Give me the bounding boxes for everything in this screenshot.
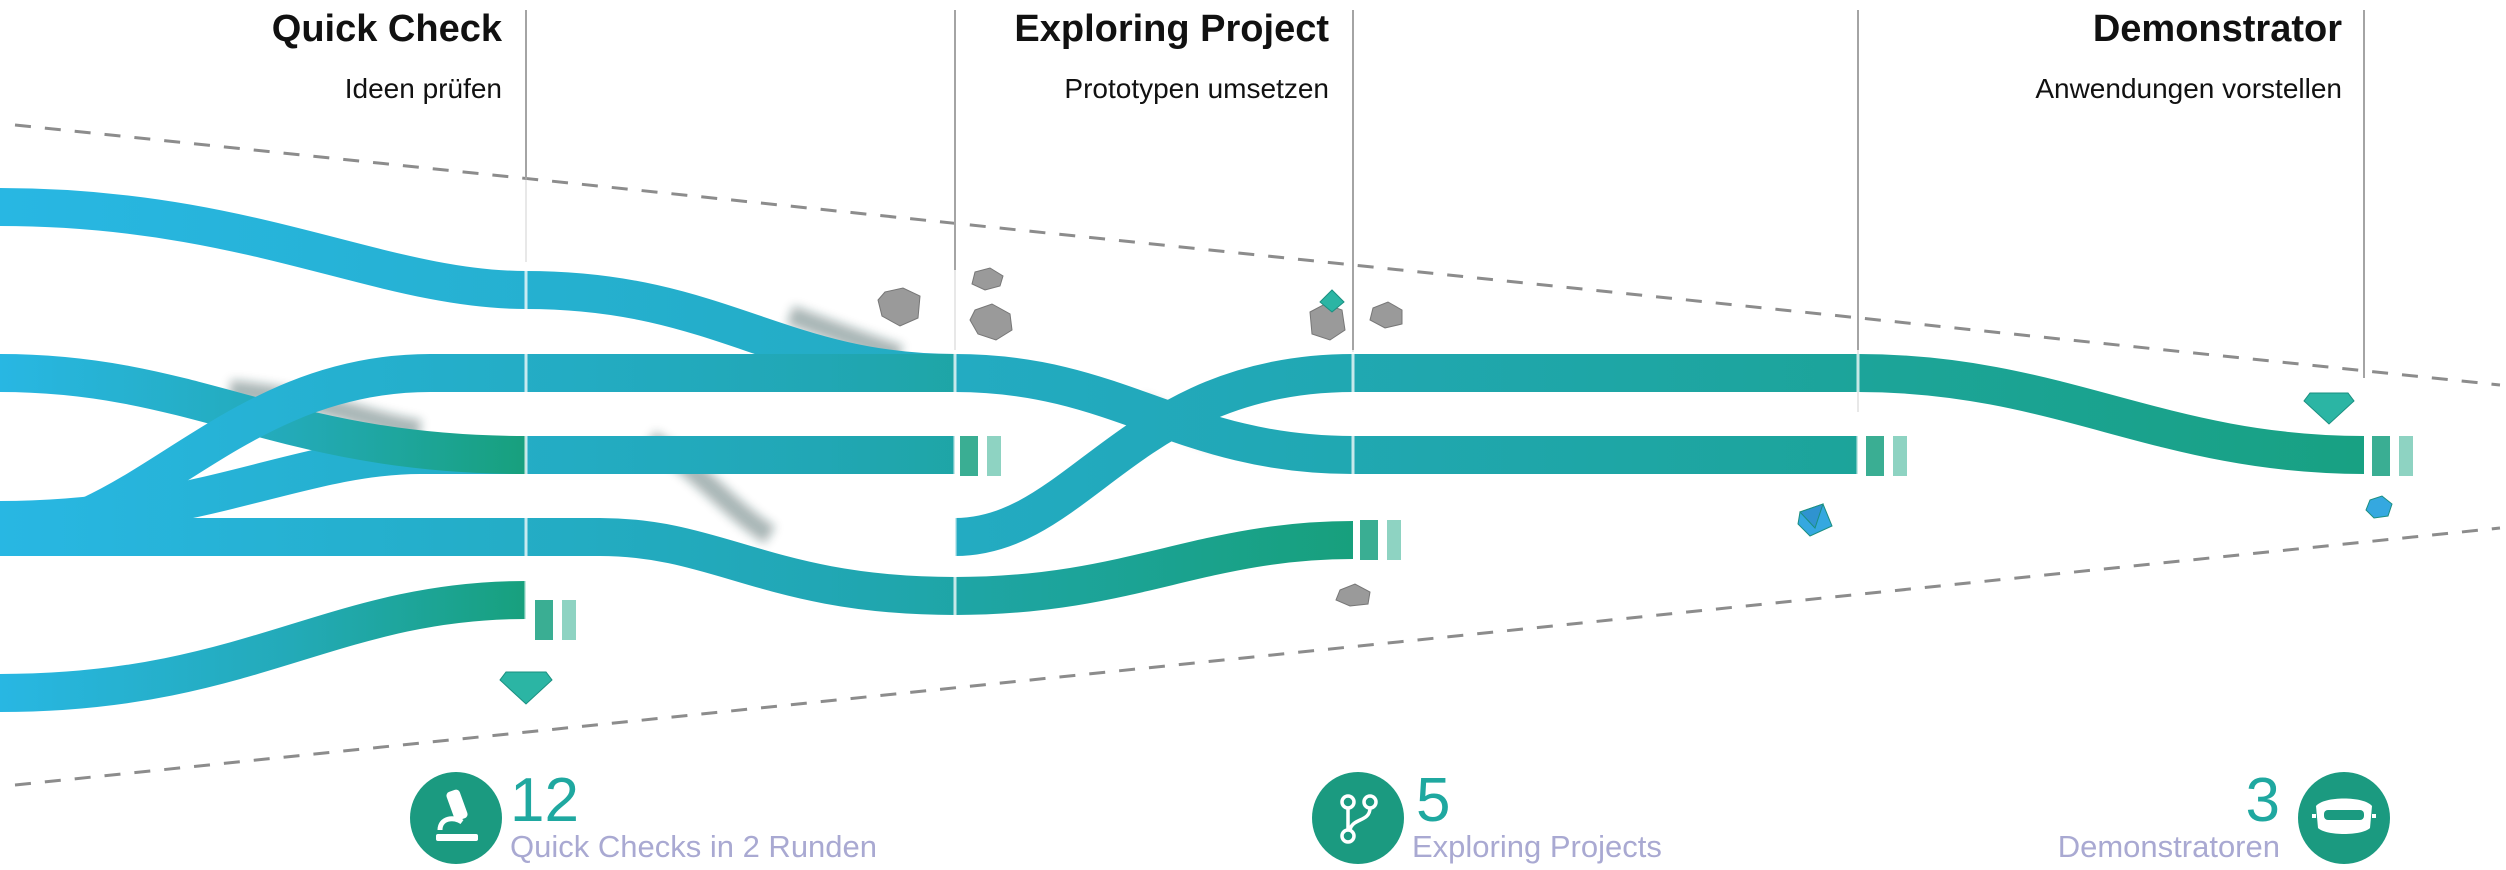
stage-title: Demonstrator bbox=[2092, 8, 2342, 50]
stage-quick-check: Quick Check Ideen prüfen bbox=[272, 6, 502, 108]
stat-quick-checks: 12 Quick Checks in 2 Runden bbox=[410, 770, 930, 870]
gem-icon bbox=[499, 671, 553, 705]
rock-icon bbox=[1309, 303, 1346, 341]
stage-title: Quick Check bbox=[271, 8, 502, 50]
stage-subtitle: Ideen prüfen bbox=[344, 73, 502, 104]
stat-label: Demonstratoren bbox=[2057, 829, 2280, 864]
crystal-icon bbox=[2365, 495, 2393, 519]
stream-quick-1 bbox=[0, 581, 527, 712]
gem-icon bbox=[1319, 289, 1345, 313]
stat-value: 12 bbox=[510, 766, 579, 835]
stream-exploring-low bbox=[0, 518, 1354, 616]
vr-headset-icon bbox=[2298, 772, 2390, 864]
stat-exploring-projects: 5 Exploring Projects bbox=[1312, 770, 1732, 870]
stream-rise bbox=[0, 354, 955, 556]
stat-value: 5 bbox=[1416, 766, 1451, 835]
stat-value: 3 bbox=[2245, 766, 2280, 835]
stat-label: Quick Checks in 2 Runden bbox=[510, 829, 878, 864]
stat-label: Exploring Projects bbox=[1412, 829, 1662, 864]
stage-subtitle: Anwendungen vorstellen bbox=[2035, 73, 2342, 104]
rock-icon bbox=[877, 287, 921, 327]
stat-demonstratoren: 3 Demonstratoren bbox=[2040, 770, 2390, 870]
rock-icon bbox=[969, 303, 1013, 341]
stage-exploring-project: Exploring Project Prototypen umsetzen bbox=[1014, 6, 1329, 108]
branch-icon bbox=[1312, 772, 1404, 864]
upper-guide-line bbox=[14, 123, 2501, 387]
gems bbox=[499, 289, 2393, 705]
rocks bbox=[877, 267, 1403, 607]
end-caps bbox=[535, 436, 2413, 640]
stage-demonstrator: Demonstrator Anwendungen vorstellen bbox=[2035, 6, 2342, 108]
dashed-guides bbox=[14, 123, 2501, 787]
lower-guide-line bbox=[14, 526, 2501, 787]
stage-subtitle: Prototypen umsetzen bbox=[1064, 73, 1329, 104]
rock-icon bbox=[1335, 583, 1371, 607]
microscope-icon bbox=[410, 772, 502, 864]
gem-icon bbox=[2303, 392, 2355, 425]
rock-icon bbox=[971, 267, 1004, 291]
stage-title: Exploring Project bbox=[1014, 8, 1329, 50]
rock-icon bbox=[1369, 301, 1403, 329]
